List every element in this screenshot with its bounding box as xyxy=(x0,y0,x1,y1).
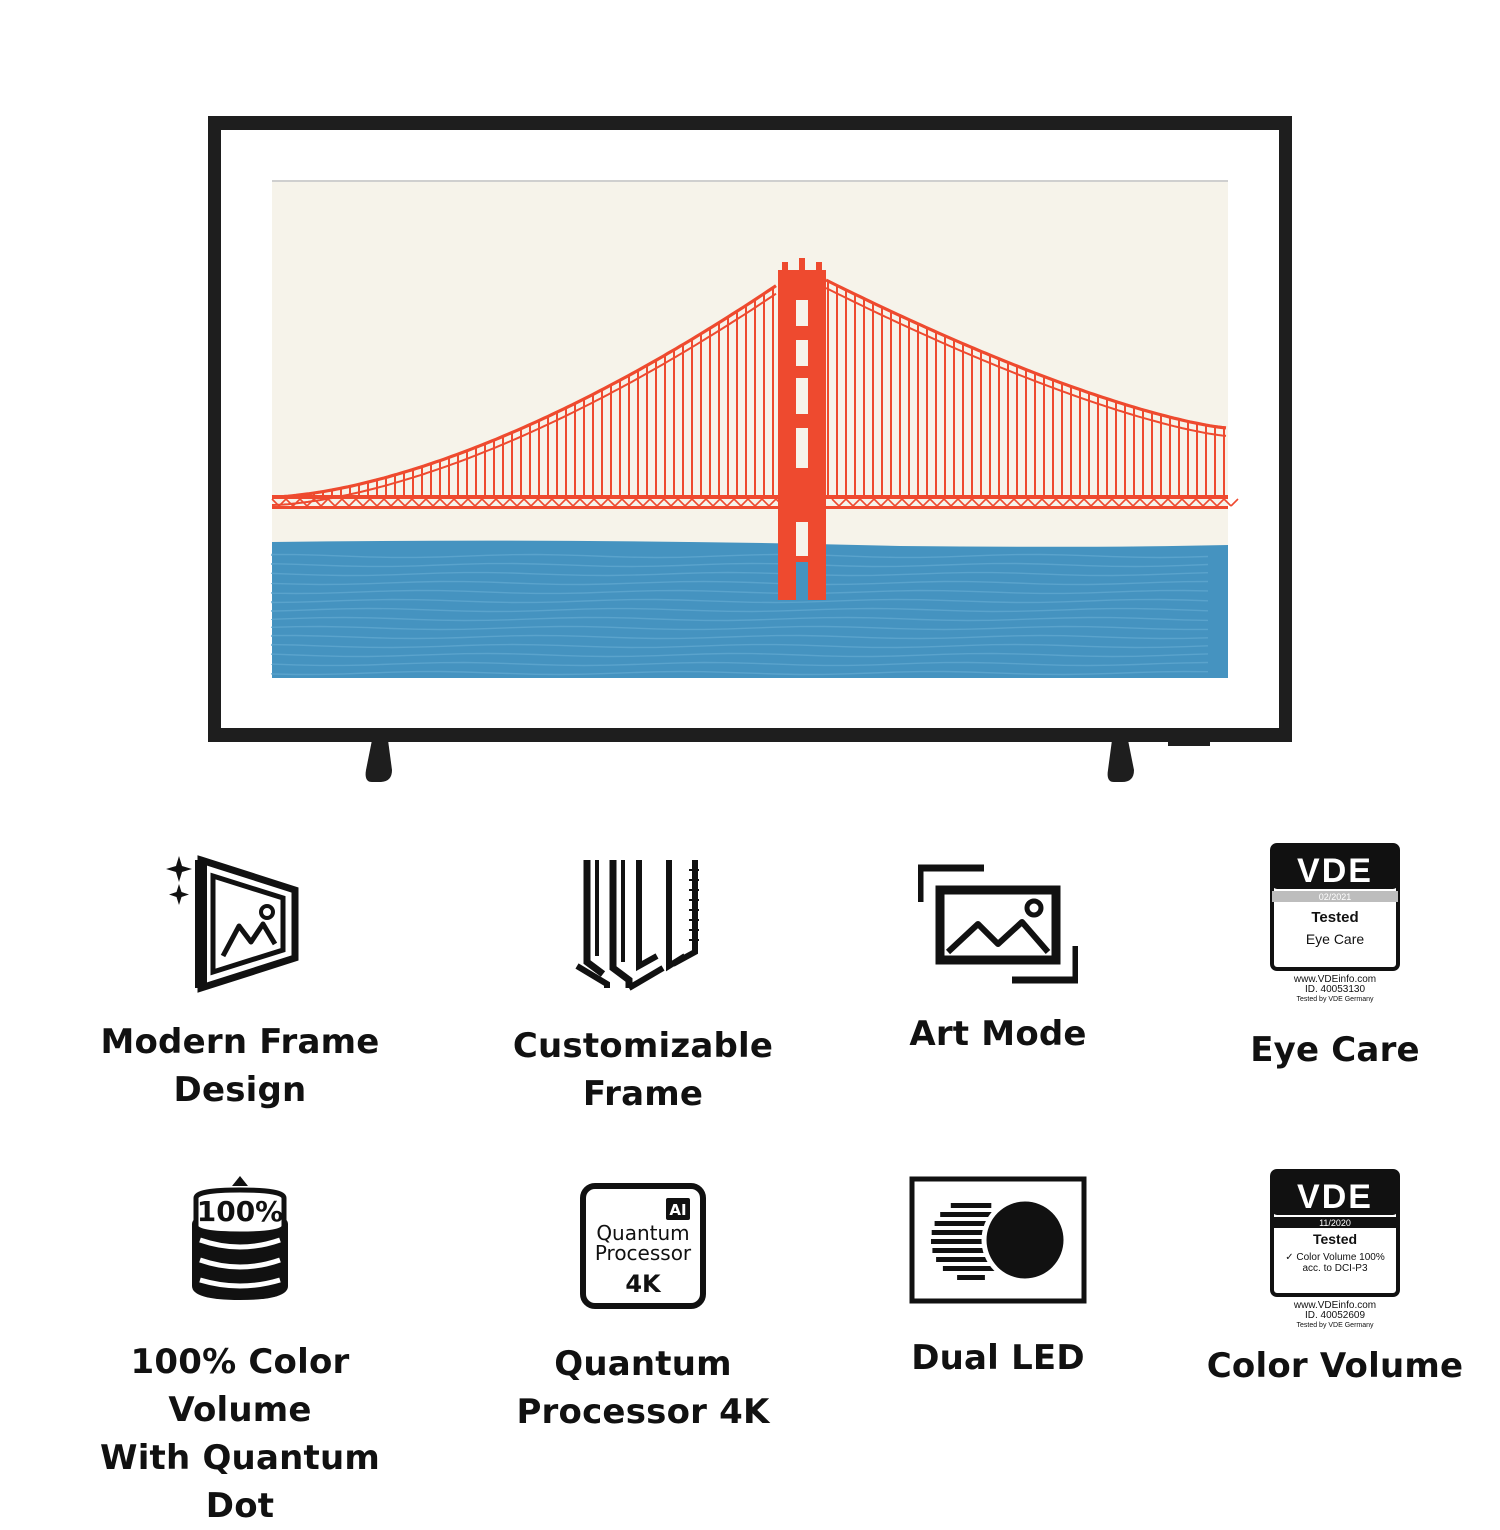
feature-quantum-processor-4k: AI Quantum Processor 4K Quantum Processo… xyxy=(473,1182,813,1436)
vde-date: 11/2020 xyxy=(1319,1218,1351,1228)
vde-eye-care-badge: VDE 02/2021 Tested Eye Care www.VDEinfo.… xyxy=(1270,843,1400,1003)
vde-url: www.VDEinfo.com xyxy=(1293,1300,1376,1311)
processor-line2: Processor xyxy=(595,1241,692,1265)
dual-led-icon xyxy=(909,1176,1087,1304)
feature-label-line1: Eye Care xyxy=(1250,1030,1420,1070)
vde-brand: VDE xyxy=(1297,852,1373,890)
processor-line3: 4K xyxy=(625,1270,662,1298)
vde-detail-line1: ✓ Color Volume 100% xyxy=(1285,1252,1385,1263)
vde-url: www.VDEinfo.com xyxy=(1293,974,1376,985)
vde-brand: VDE xyxy=(1297,1178,1373,1216)
feature-label-line1: Customizable xyxy=(512,1026,774,1066)
vde-tested: Tested xyxy=(1311,909,1358,926)
feature-dual-led: Dual LED xyxy=(828,1176,1168,1382)
feature-art-mode: Art Mode xyxy=(828,862,1168,1058)
feature-label-line1: Art Mode xyxy=(909,1014,1087,1054)
quantum-processor-chip-icon: AI Quantum Processor 4K xyxy=(580,1183,706,1309)
feature-modern-frame-design: Modern Frame Design xyxy=(70,852,410,1114)
feature-label-line2: Processor 4K xyxy=(516,1392,770,1432)
feature-customizable-frame: Customizable Frame xyxy=(473,856,813,1118)
vde-color-volume-badge: VDE 11/2020 Tested ✓ Color Volume 100% a… xyxy=(1270,1169,1400,1329)
feature-label-line1: Quantum xyxy=(554,1344,732,1384)
feature-color-volume: VDE 11/2020 Tested ✓ Color Volume 100% a… xyxy=(1165,1168,1500,1390)
feature-quantum-dot-color-volume: 100% 100% Color Volume With Quantum Dot xyxy=(70,1174,410,1530)
feature-label-line2: With Quantum Dot xyxy=(100,1438,380,1526)
feature-eye-care: VDE 02/2021 Tested Eye Care www.VDEinfo.… xyxy=(1165,842,1500,1074)
vde-footer: Tested by VDE Germany xyxy=(1296,1322,1374,1329)
art-picture-icon xyxy=(918,864,1078,984)
quantum-dot-percent: 100% xyxy=(197,1195,284,1228)
quantum-dot-stack-icon: 100% xyxy=(192,1176,288,1300)
tv-control-stick xyxy=(1168,741,1210,746)
vde-id: ID. 40053130 xyxy=(1305,984,1365,995)
frame-sparkle-icon xyxy=(166,855,299,993)
processor-line1: Quantum xyxy=(596,1221,689,1245)
feature-label-line1: Dual LED xyxy=(911,1338,1085,1378)
feature-label-line1: Modern Frame xyxy=(100,1022,380,1062)
vde-detail-line1: Eye Care xyxy=(1306,931,1365,947)
tv-stand-left-foot xyxy=(365,740,392,782)
bridge-artwork xyxy=(271,180,1239,678)
feature-label-line1: 100% Color Volume xyxy=(130,1342,350,1430)
vde-detail-line2: acc. to DCI-P3 xyxy=(1302,1263,1367,1274)
vde-date: 02/2021 xyxy=(1319,892,1352,902)
feature-label-line2: Frame xyxy=(582,1074,704,1114)
processor-ai-label: AI xyxy=(669,1201,686,1219)
feature-label-line1: Color Volume xyxy=(1206,1346,1464,1386)
bezel-panels-icon xyxy=(575,860,699,991)
feature-label-line2: Design xyxy=(173,1070,307,1110)
tv-product-image xyxy=(208,116,1292,782)
vde-tested: Tested xyxy=(1313,1231,1357,1247)
vde-id: ID. 40052609 xyxy=(1305,1310,1365,1321)
tv-stand-right-foot xyxy=(1107,740,1134,782)
vde-footer: Tested by VDE Germany xyxy=(1296,996,1374,1003)
